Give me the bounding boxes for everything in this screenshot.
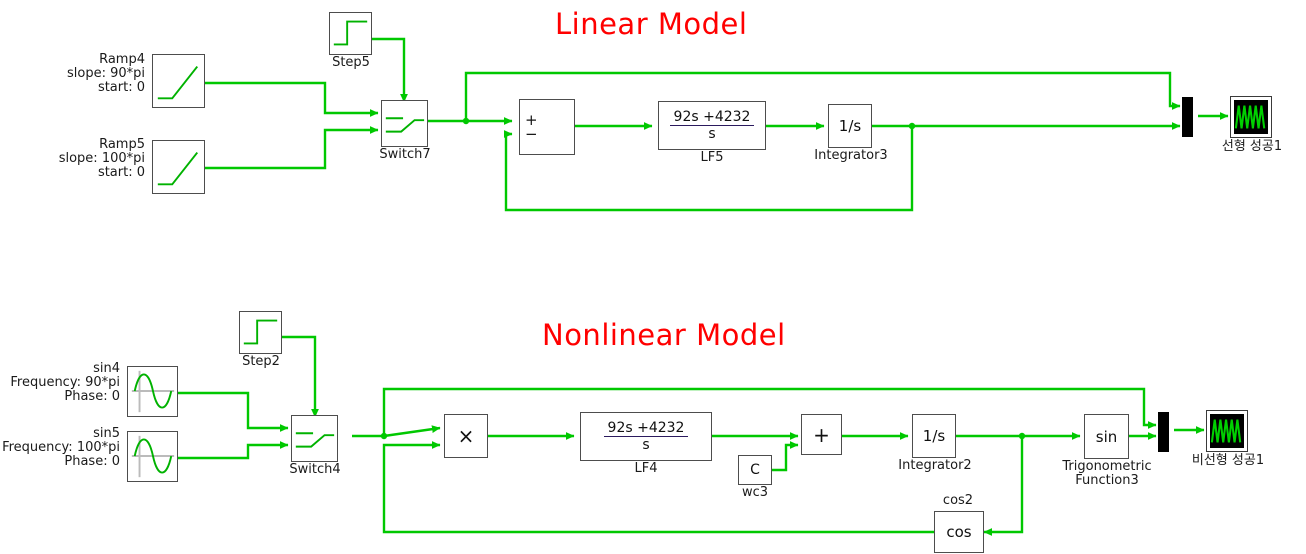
ramp4-label: Ramp4 slope: 90*pi start: 0: [40, 53, 145, 95]
switch4-block[interactable]: [291, 415, 338, 462]
trigonometric-function3-block[interactable]: sin: [1084, 414, 1129, 459]
wc3-constant-block[interactable]: C: [738, 455, 772, 485]
scope-nonlinear-label: 비선형 성공1: [1191, 453, 1265, 468]
scope-screen: [1234, 100, 1268, 134]
sum-minus-sign: −: [525, 125, 538, 143]
ramp-icon: [157, 151, 199, 186]
step2-label: Step2: [242, 354, 280, 369]
integrator2-expression: 1/s: [922, 427, 946, 445]
trig-label-line1: Trigonometric: [1062, 459, 1152, 474]
ramp5-label: Ramp5 slope: 100*pi start: 0: [40, 138, 145, 180]
ramp5-param-start: start: 0: [97, 165, 145, 180]
sin4-label: sin4 Frequency: 90*pi Phase: 0: [0, 362, 120, 404]
lf4-label: LF4: [634, 461, 658, 476]
lf4-numerator: 92s +4232: [603, 420, 689, 437]
sine-icon: [131, 435, 175, 478]
sin4-param-frequency: Frequency: 90*pi: [10, 375, 120, 390]
sin5-name: sin5: [93, 426, 120, 441]
scope-linear-label: 선형 성공1: [1221, 139, 1283, 154]
sum-plus-sign: +: [525, 111, 538, 129]
ramp-icon: [157, 65, 199, 100]
lf5-numerator: 92s +4232: [669, 109, 755, 126]
integrator3-label: Integrator3: [814, 148, 888, 163]
sum-block-linear[interactable]: + −: [519, 99, 575, 155]
sin4-name: sin4: [93, 361, 120, 376]
ramp4-name: Ramp4: [99, 52, 145, 67]
sin5-block[interactable]: [127, 431, 178, 482]
ramp5-name: Ramp5: [99, 137, 145, 152]
cos2-label: cos2: [942, 493, 974, 508]
nonlinear-model-title: Nonlinear Model: [542, 318, 786, 352]
trig-expression: sin: [1095, 427, 1118, 446]
ramp5-block[interactable]: [152, 140, 205, 194]
switch7-block[interactable]: [381, 100, 428, 147]
sin4-block[interactable]: [127, 366, 178, 417]
lf5-transfer-function-block[interactable]: 92s +4232 s: [658, 101, 766, 150]
cos2-block[interactable]: cos: [934, 511, 984, 553]
product-block[interactable]: ×: [444, 414, 488, 458]
mux-block-linear[interactable]: [1182, 97, 1193, 137]
scope-block-nonlinear[interactable]: [1206, 410, 1248, 452]
integrator2-block[interactable]: 1/s: [912, 414, 956, 458]
switch4-label: Switch4: [289, 462, 341, 477]
sin4-param-phase: Phase: 0: [64, 389, 120, 404]
ramp5-param-slope: slope: 100*pi: [58, 151, 145, 166]
ramp4-param-start: start: 0: [97, 80, 145, 95]
trig-label-line2: Function3: [1075, 473, 1139, 488]
sin5-label: sin5 Frequency: 100*pi Phase: 0: [0, 427, 120, 469]
scope-waveform-icon: [1234, 105, 1266, 129]
sum-plus-symbol: +: [813, 422, 830, 447]
integrator2-label: Integrator2: [898, 458, 972, 473]
mux-block-nonlinear[interactable]: [1158, 412, 1169, 452]
wc3-symbol: C: [750, 462, 760, 478]
integrator3-block[interactable]: 1/s: [828, 104, 872, 148]
step5-label: Step5: [332, 55, 370, 70]
cos2-expression: cos: [946, 523, 972, 541]
linear-model-title: Linear Model: [555, 7, 748, 41]
lf5-denominator: s: [708, 125, 716, 142]
step2-block[interactable]: [239, 311, 282, 354]
lf5-label: LF5: [700, 150, 724, 165]
scope-screen: [1210, 414, 1244, 448]
switch7-label: Switch7: [379, 147, 431, 162]
scope-block-linear[interactable]: [1230, 96, 1272, 138]
step5-block[interactable]: [329, 12, 372, 55]
step-icon: [333, 20, 368, 46]
trigonometric-function3-label: Trigonometric Function3: [1056, 460, 1158, 488]
sine-icon: [131, 370, 175, 413]
switch-icon: [295, 432, 335, 448]
sin5-param-frequency: Frequency: 100*pi: [2, 440, 120, 455]
integrator3-expression: 1/s: [838, 117, 862, 135]
sin5-param-phase: Phase: 0: [64, 454, 120, 469]
switch-icon: [385, 117, 425, 133]
ramp4-param-slope: slope: 90*pi: [66, 66, 145, 81]
lf4-transfer-function-block[interactable]: 92s +4232 s: [580, 412, 712, 461]
lf4-denominator: s: [642, 436, 650, 453]
sum-block-nonlinear[interactable]: +: [801, 414, 842, 455]
scope-waveform-icon: [1210, 419, 1242, 443]
product-symbol: ×: [457, 424, 475, 448]
step-icon: [243, 319, 278, 345]
wc3-label: wc3: [741, 485, 769, 500]
ramp4-block[interactable]: [152, 54, 205, 108]
